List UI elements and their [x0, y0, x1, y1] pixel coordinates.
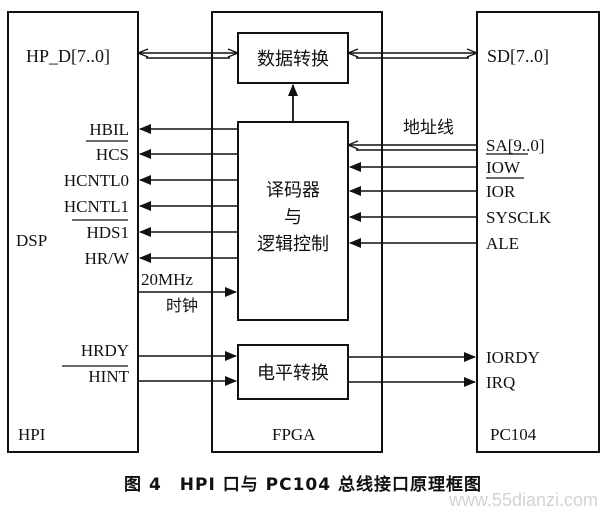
decoder-line-1: 译码器 [266, 180, 320, 201]
pc104-block-name: PC104 [490, 425, 537, 444]
fpga-block-name: FPGA [272, 425, 316, 444]
signal-hcntl1: HCNTL1 [64, 197, 129, 216]
signal-ior: IOR [486, 182, 516, 201]
dsp-block [7, 11, 139, 453]
figure-caption: 图 4 HPI 口与 PC104 总线接口原理框图 [124, 475, 482, 495]
level-convert-box [237, 344, 349, 400]
clock-label: 时钟 [166, 296, 198, 315]
address-line-label: 地址线 [403, 118, 454, 138]
pc104-status-arrows [348, 352, 476, 387]
dsp-data-bus [138, 53, 238, 59]
signal-hds1: HDS1 [86, 223, 129, 242]
dsp-signal-labels: HBIL HCS HCNTL0 HCNTL1 HDS1 HR/W [64, 120, 130, 268]
signal-sysclk: SYSCLK [486, 208, 552, 227]
dsp-label: DSP [16, 231, 47, 250]
watermark: www.55dianzi.com [448, 490, 598, 510]
signal-irq: IRQ [486, 373, 515, 392]
dsp-data-bus-label: HP_D[7..0] [26, 46, 110, 66]
decoder-line-2: 与 [284, 207, 302, 228]
signal-hint: HINT [88, 367, 129, 386]
address-bus [348, 145, 477, 151]
signal-hcntl0: HCNTL0 [64, 171, 129, 190]
signal-hrw: HR/W [85, 249, 130, 268]
decoder-line-3: 逻辑控制 [257, 234, 329, 255]
pc104-data-bus-label: SD[7..0] [487, 46, 549, 66]
dsp-block-name: HPI [18, 425, 46, 444]
signal-ale: ALE [486, 234, 519, 253]
pc104-control-arrows [349, 162, 477, 248]
overbars [62, 140, 528, 367]
data-convert-label: 数据转换 [257, 49, 329, 70]
signal-sa: SA[9..0] [486, 136, 545, 155]
signal-hcs: HCS [96, 145, 129, 164]
clock-frequency-label: 20MHz [141, 270, 193, 289]
pc104-data-bus [348, 53, 477, 59]
dsp-status-arrows [138, 351, 237, 386]
dsp-control-arrows [139, 124, 238, 263]
signal-hbil: HBIL [89, 120, 129, 139]
pc104-block [476, 11, 600, 453]
signal-iordy: IORDY [486, 348, 540, 367]
level-convert-label: 电平转换 [257, 363, 329, 384]
pc104-signal-labels: SA[9..0] IOW IOR SYSCLK ALE [486, 136, 552, 253]
signal-iow: IOW [486, 158, 521, 177]
signal-hrdy: HRDY [81, 341, 129, 360]
data-convert-box [237, 32, 349, 84]
